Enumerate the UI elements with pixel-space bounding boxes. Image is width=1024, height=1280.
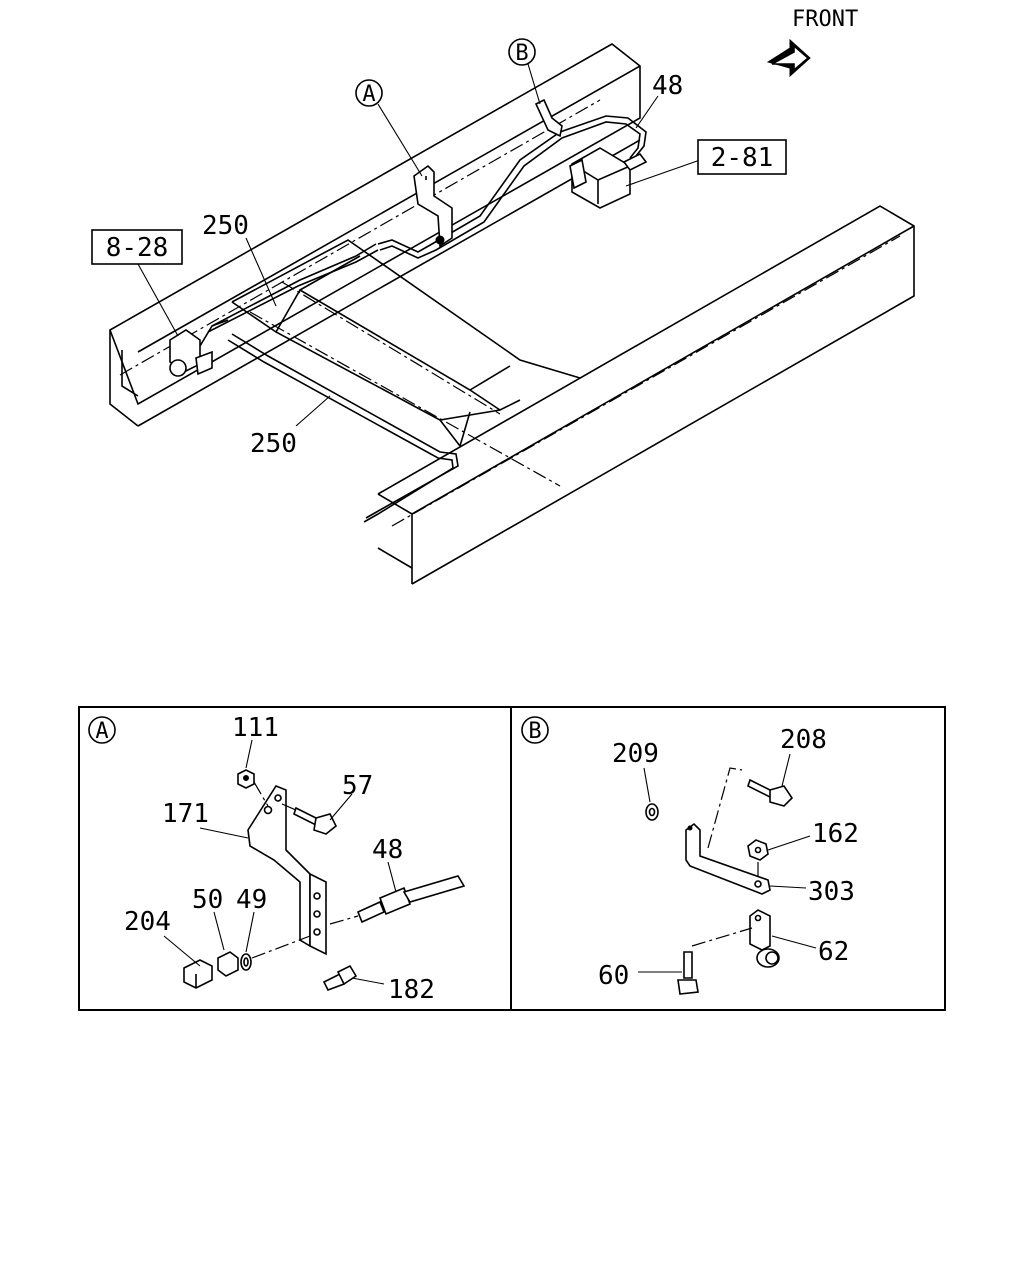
bracket-a-main: [413, 164, 453, 248]
part-111: 111: [232, 713, 279, 743]
leader-57: [329, 793, 353, 821]
part-50: 50: [192, 885, 223, 915]
leader-111: [245, 739, 253, 769]
washer-49: [240, 935, 311, 971]
part-49: 49: [236, 885, 267, 915]
part-162: 162: [812, 819, 859, 849]
detail-b-marker: B: [521, 716, 549, 744]
leader-209: [643, 767, 651, 803]
leader-62: [771, 935, 817, 949]
part-303: 303: [808, 877, 855, 907]
main-assembly-view: FRONT 8-28 2-81 A B 48 250 250: [91, 7, 915, 585]
part-182: 182: [388, 975, 435, 1005]
nut-50: [217, 951, 239, 977]
main-leaders: [137, 63, 701, 427]
part-48: 48: [372, 835, 403, 865]
front-arrow-icon: [766, 38, 811, 78]
leader-162: [767, 835, 811, 851]
clip-62: [691, 909, 780, 968]
component-8-28: [169, 319, 229, 377]
pipe-48-fitting: [329, 875, 466, 925]
bracket-171: [247, 785, 327, 956]
leader-204: [163, 935, 201, 967]
part-204: 204: [124, 907, 171, 937]
pipe-48-route: [377, 115, 647, 259]
clip-b-main: [534, 98, 563, 138]
detail-marker-a-main[interactable]: A: [355, 79, 383, 107]
detail-a-panel: A: [88, 713, 466, 1005]
fitting-204: [183, 959, 213, 989]
marker-letter: A: [362, 82, 375, 107]
bolt-208: [747, 778, 794, 807]
part-62: 62: [818, 937, 849, 967]
right-frame-rail: [377, 205, 915, 585]
bolt-182: [322, 964, 358, 992]
cross-member: [231, 239, 581, 487]
leader-49: [245, 911, 255, 953]
detail-a-marker: A: [88, 716, 116, 744]
callout-250-upper: 250: [202, 211, 249, 241]
callout-250-lower: 250: [250, 429, 297, 459]
leader-182: [351, 977, 385, 985]
detail-marker-b-main[interactable]: B: [508, 38, 536, 66]
svg-text:A: A: [95, 719, 108, 744]
reference-label: 8-28: [106, 233, 169, 263]
nut-209: [645, 803, 659, 821]
leader-50: [213, 911, 225, 951]
part-208: 208: [780, 725, 827, 755]
leader-48: [387, 861, 397, 893]
callout-48: 48: [652, 71, 683, 101]
left-frame-rail: [109, 43, 641, 427]
part-171: 171: [162, 799, 209, 829]
nut-111: [237, 769, 269, 807]
marker-letter: B: [515, 41, 528, 66]
bolt-60: [677, 951, 699, 995]
nut-162: [747, 839, 769, 880]
bolt-57: [281, 803, 338, 835]
leader-303: [769, 885, 807, 889]
reference-box-8-28[interactable]: 8-28: [91, 229, 183, 265]
svg-text:B: B: [528, 719, 541, 744]
reference-box-2-81[interactable]: 2-81: [697, 139, 787, 175]
valve-2-81: [569, 147, 648, 209]
pipe-250: [207, 243, 459, 523]
part-209: 209: [612, 739, 659, 769]
leader-171: [199, 827, 249, 839]
front-label: FRONT: [792, 7, 858, 32]
leader-208: [781, 753, 791, 787]
bracket-303: [685, 767, 771, 895]
reference-label: 2-81: [711, 143, 774, 173]
detail-b-panel: B: [521, 716, 859, 995]
part-57: 57: [342, 771, 373, 801]
part-60: 60: [598, 961, 629, 991]
